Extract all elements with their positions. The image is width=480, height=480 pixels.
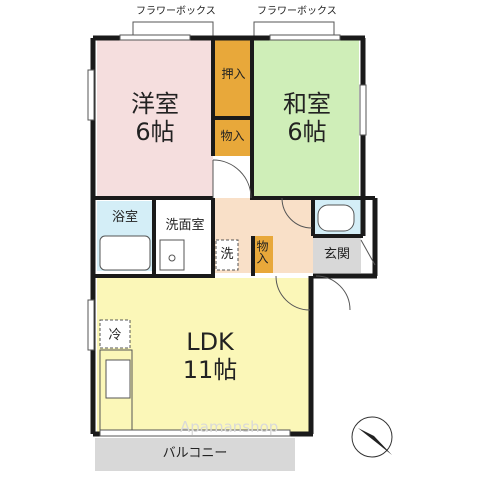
flower-box-right — [253, 21, 335, 37]
closet-mid-label: 物入 — [220, 129, 245, 143]
flower-box-left — [132, 21, 214, 37]
western-room-size: 6帖 — [135, 118, 175, 146]
closet-top-label: 押入 — [221, 67, 246, 81]
bath-label: 浴室 — [111, 210, 138, 225]
kitchen-counter — [99, 349, 133, 431]
toilet — [317, 204, 355, 232]
entrance-label: 玄関 — [323, 247, 350, 262]
washer-label: 洗 — [220, 247, 234, 262]
japanese-room-fill — [252, 40, 359, 200]
closet-hall-fill — [253, 236, 273, 273]
balcony-label: バルコニー — [162, 446, 228, 461]
closet-top-fill — [215, 40, 252, 118]
fixtures — [99, 204, 355, 431]
north-arrow-icon — [351, 416, 393, 458]
closet-mid-fill — [213, 118, 252, 156]
japanese-room-size: 6帖 — [287, 118, 327, 146]
ldk-room-name: LDK — [186, 328, 234, 356]
japanese-room-name: 和室 — [283, 90, 331, 118]
western-room-name: 洋室 — [131, 90, 179, 118]
closet-hall-label: 物入 — [255, 240, 269, 264]
flower-box-label-right: フラワーボックス — [257, 6, 337, 17]
bathtub — [99, 235, 151, 271]
doors — [212, 159, 376, 311]
kitchen-sink — [105, 359, 131, 399]
fridge-label: 冷 — [108, 328, 122, 343]
washer-space — [215, 239, 239, 271]
windows — [87, 34, 367, 437]
entrance-fill — [313, 236, 361, 273]
fridge-space — [99, 319, 131, 349]
ldk-room-size: 11帖 — [182, 356, 238, 384]
washroom-label: 洗面室 — [165, 218, 205, 233]
balcony-fill — [95, 438, 295, 471]
flower-box-label-left: フラワーボックス — [136, 6, 216, 17]
western-room-fill — [97, 40, 213, 198]
watermark: Apamanshop — [180, 418, 279, 436]
